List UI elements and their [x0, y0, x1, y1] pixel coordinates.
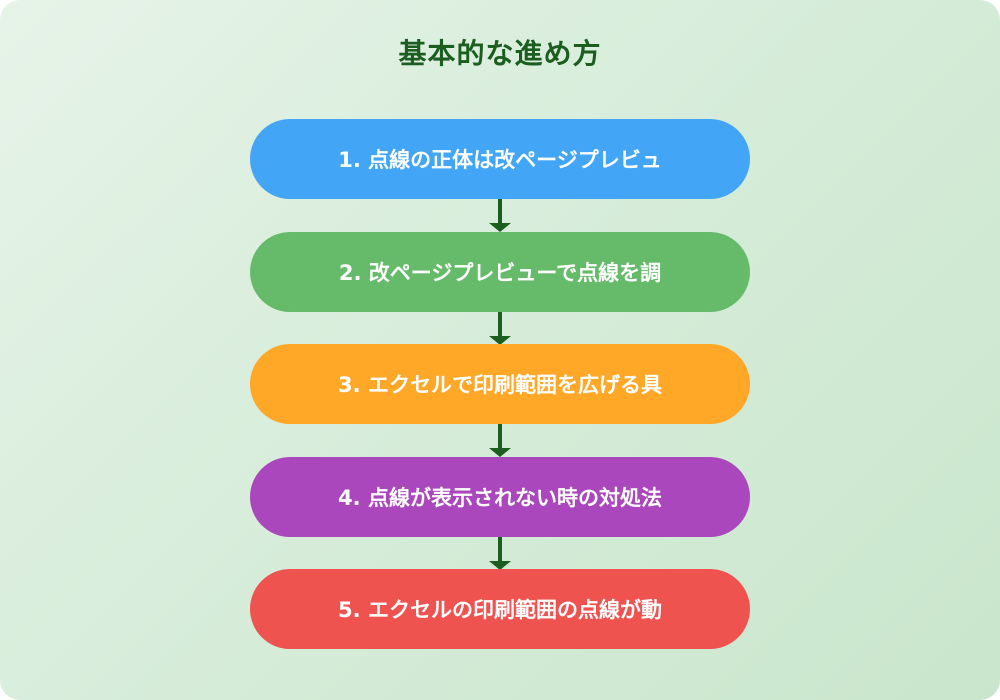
step-4-label: 4. 点線が表示されない時の対処法 — [338, 486, 662, 510]
arrow-down-icon — [489, 424, 511, 457]
diagram-title: 基本的な進め方 — [398, 37, 602, 70]
step-3-label: 3. エクセルで印刷範囲を広げる具 — [338, 373, 662, 397]
step-5[interactable]: 5. エクセルの印刷範囲の点線が動 — [250, 569, 750, 649]
arrow-down-icon — [489, 537, 511, 570]
step-2-label: 2. 改ページプレビューで点線を調 — [338, 261, 662, 285]
step-3[interactable]: 3. エクセルで印刷範囲を広げる具 — [250, 344, 750, 424]
step-4[interactable]: 4. 点線が表示されない時の対処法 — [250, 457, 750, 537]
arrow-down-icon — [489, 312, 511, 345]
step-5-label: 5. エクセルの印刷範囲の点線が動 — [338, 598, 662, 622]
step-1[interactable]: 1. 点線の正体は改ページプレビュ — [250, 119, 750, 199]
arrow-down-icon — [489, 199, 511, 232]
step-2[interactable]: 2. 改ページプレビューで点線を調 — [250, 232, 750, 312]
step-1-label: 1. 点線の正体は改ページプレビュ — [338, 148, 662, 172]
